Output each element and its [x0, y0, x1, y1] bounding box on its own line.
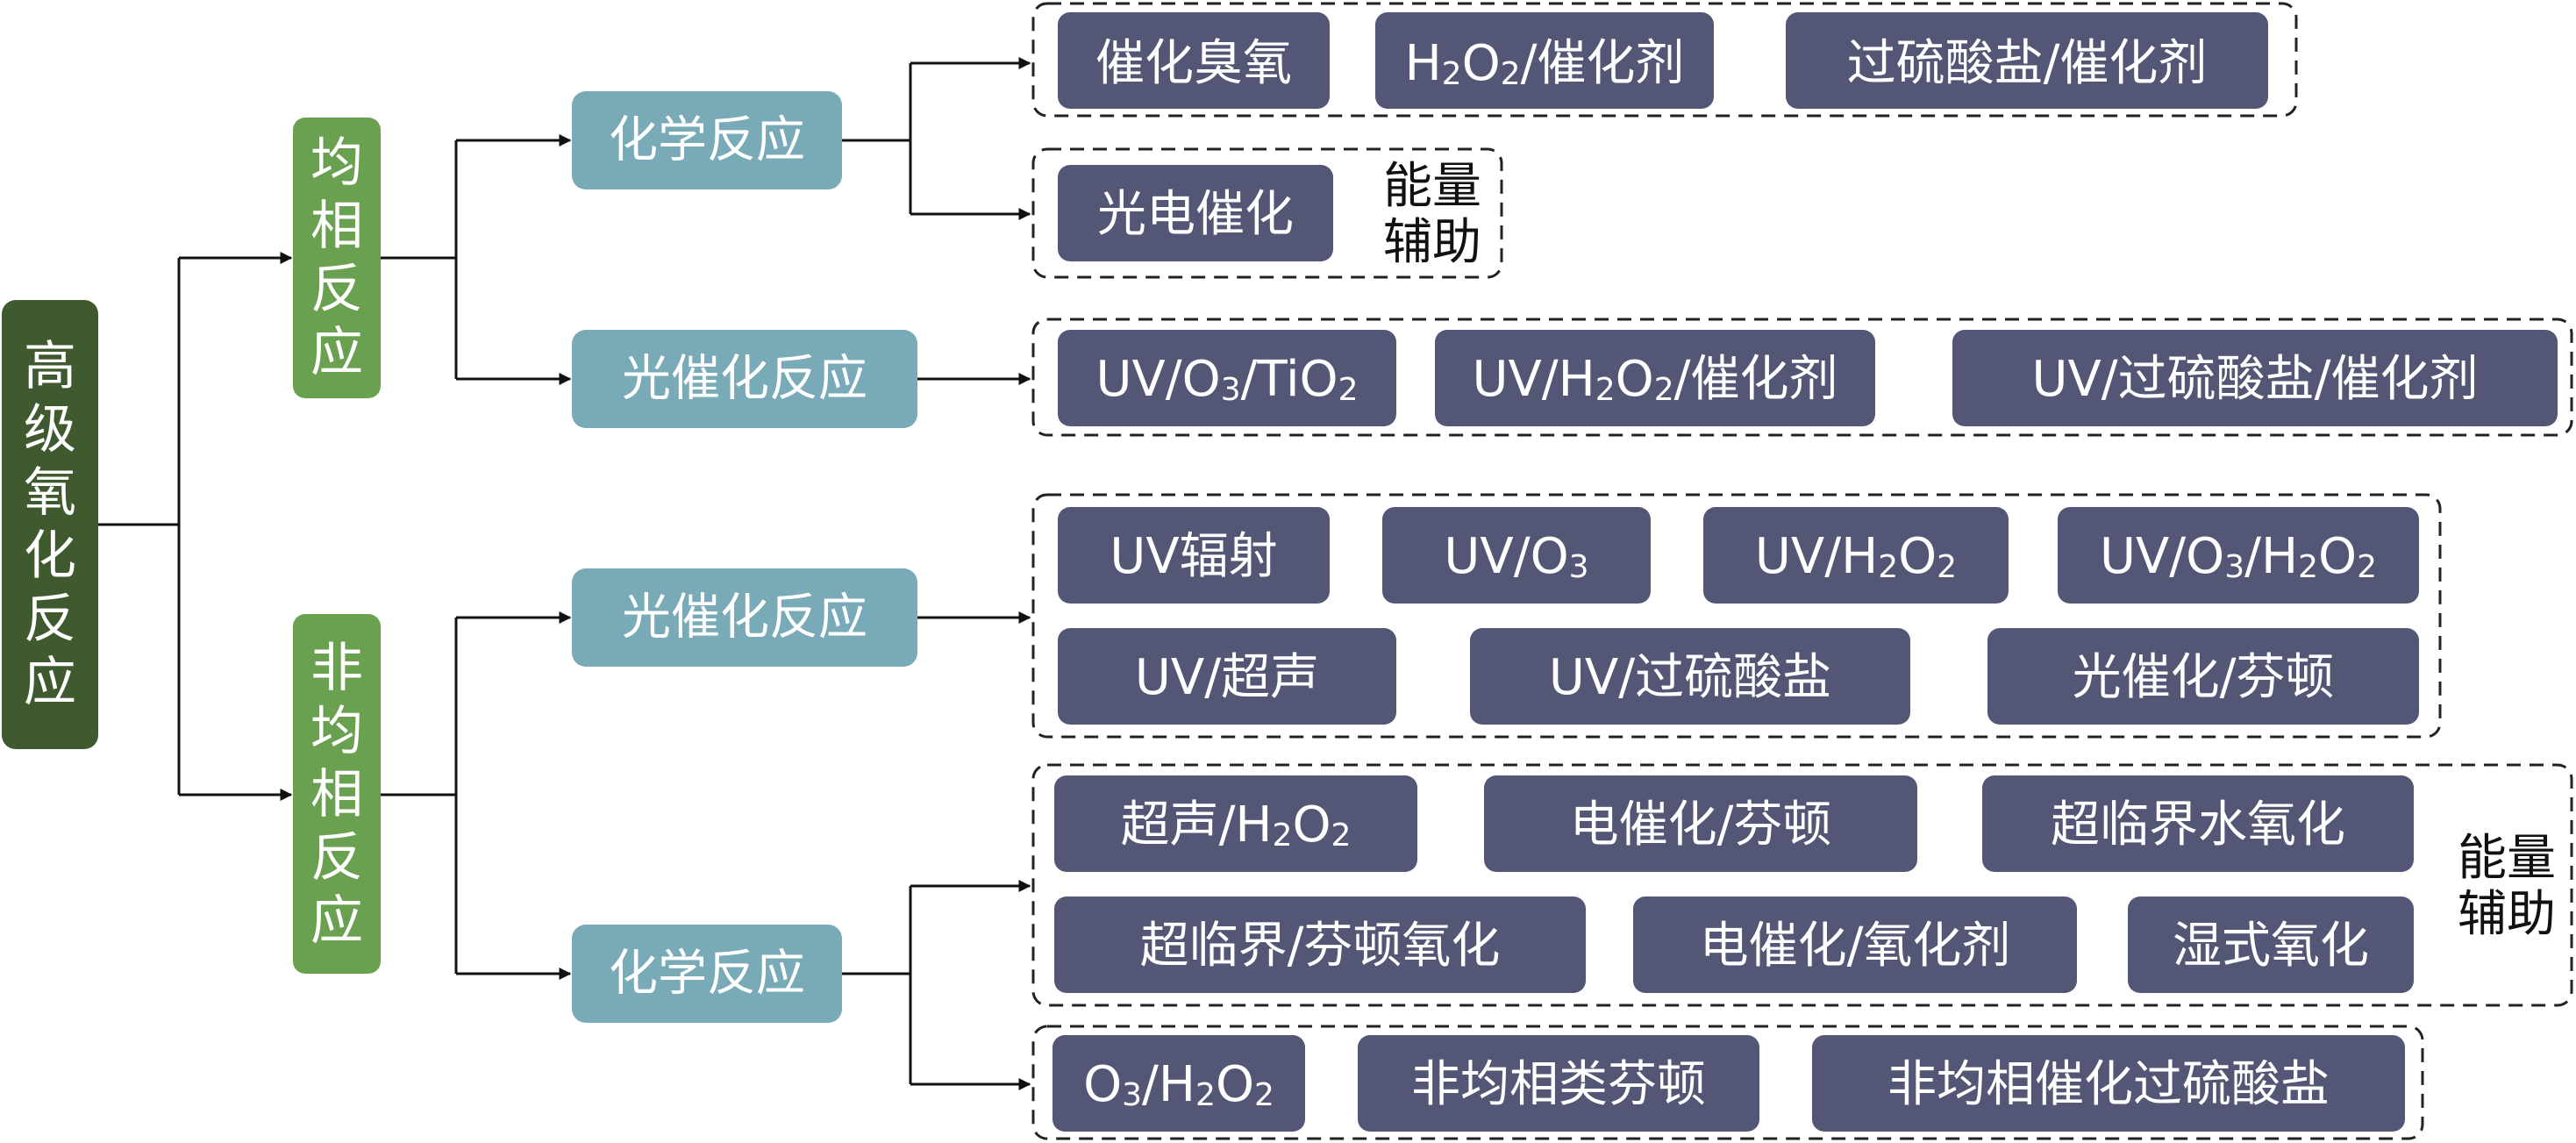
method-label: UV/过硫酸盐/催化剂 [2031, 351, 2478, 408]
group-hetero-chemical-energy [1031, 763, 2573, 1007]
energy-assist-label-homo: 能量辅助 [1383, 158, 1481, 271]
method-label: 非均相催化过硫酸盐 [1887, 1056, 2330, 1113]
method-label: UV/O3/H2O2 [2100, 528, 2377, 585]
method-box: O3/H2O2 [1053, 1035, 1305, 1132]
node-root: 高级氧化反应 [2, 300, 98, 749]
method-label: 超声/H2O2 [1121, 797, 1352, 854]
group-homo-chemical-methods [1031, 2, 2298, 118]
method-label: UV/H2O2 [1755, 528, 1957, 585]
method-box: 过硫酸盐/催化剂 [1786, 12, 2268, 109]
method-label: 过硫酸盐/催化剂 [1847, 35, 2208, 92]
method-box: UV/H2O2/催化剂 [1435, 330, 1875, 426]
connector-hetero-chemical-split [842, 886, 912, 1084]
method-box: UV/过硫酸盐/催化剂 [1952, 330, 2558, 426]
node-heterogeneous: 非均相反应 [293, 614, 381, 974]
node-homogeneous: 均相反应 [293, 118, 381, 398]
method-label: 超临界水氧化 [2051, 797, 2345, 854]
method-box: UV/O3 [1382, 507, 1651, 604]
connector-homogeneous-split [381, 140, 458, 379]
method-label: 超临界/芬顿氧化 [1140, 918, 1501, 975]
method-box: UV/过硫酸盐 [1470, 628, 1910, 725]
method-label: 电催化/芬顿 [1570, 797, 1832, 854]
hetero-chemical-label: 化学反应 [609, 946, 805, 1003]
node-hetero-photocatalytic: 光催化反应 [572, 568, 917, 667]
node-homo-chemical: 化学反应 [572, 91, 842, 189]
method-label: UV/H2O2/催化剂 [1472, 351, 1837, 408]
method-box: 光电催化 [1058, 165, 1333, 261]
method-label: UV/O3 [1444, 528, 1588, 585]
method-label: 非均相类芬顿 [1411, 1056, 1706, 1113]
group-frames [1031, 2, 2573, 1140]
group-hetero-chemical-methods [1031, 1025, 2424, 1140]
method-box: 超临界/芬顿氧化 [1054, 897, 1586, 993]
energy-assist-label-hetero: 能量辅助 [2458, 830, 2556, 943]
connectors [98, 57, 1031, 1090]
method-box: UV/O3/H2O2 [2058, 507, 2419, 604]
method-box: 光催化/芬顿 [1987, 628, 2419, 725]
method-label: O3/H2O2 [1083, 1056, 1274, 1113]
group-hetero-photo-methods [1031, 493, 2442, 739]
homo-photocatalytic-label: 光催化反应 [622, 351, 867, 408]
group-homo-photo-methods [1031, 318, 2573, 437]
homo-chemical-label: 化学反应 [609, 112, 805, 169]
method-box: H2O2/催化剂 [1375, 12, 1714, 109]
method-box: 催化臭氧 [1058, 12, 1330, 109]
method-label: 湿式氧化 [2173, 918, 2369, 975]
method-box: 超临界水氧化 [1982, 775, 2414, 872]
method-label: UV辐射 [1110, 528, 1277, 585]
group-homo-chemical-energy [1031, 147, 1503, 279]
method-box: 超声/H2O2 [1054, 775, 1417, 872]
method-box: 电催化/氧化剂 [1633, 897, 2077, 993]
method-label: UV/O3/TiO2 [1095, 351, 1358, 408]
connector-root-split [98, 258, 181, 795]
heterogeneous-label: 非均相反应 [310, 638, 363, 952]
method-box: 非均相类芬顿 [1358, 1035, 1759, 1132]
method-label: UV/超声 [1135, 649, 1319, 706]
root-label: 高级氧化反应 [24, 336, 76, 713]
method-box: 非均相催化过硫酸盐 [1812, 1035, 2405, 1132]
connector-homo-chemical-split [842, 63, 912, 214]
method-label: 光电催化 [1097, 186, 1294, 243]
method-box: UV/O3/TiO2 [1058, 330, 1396, 426]
node-homo-photocatalytic: 光催化反应 [572, 330, 917, 428]
method-label: H2O2/催化剂 [1405, 35, 1685, 92]
method-box: 电催化/芬顿 [1484, 775, 1917, 872]
hetero-photocatalytic-label: 光催化反应 [622, 589, 867, 647]
method-label: 催化臭氧 [1095, 35, 1292, 92]
method-box: UV辐射 [1058, 507, 1330, 604]
node-hetero-chemical: 化学反应 [572, 925, 842, 1023]
method-label: UV/过硫酸盐 [1549, 649, 1831, 706]
method-label: 光催化/芬顿 [2073, 649, 2335, 706]
homogeneous-label: 均相反应 [310, 132, 363, 383]
method-box: 湿式氧化 [2128, 897, 2414, 993]
connector-heterogeneous-split [381, 618, 458, 974]
method-box: UV/H2O2 [1703, 507, 2009, 604]
method-box: UV/超声 [1058, 628, 1396, 725]
method-label: 电催化/氧化剂 [1700, 918, 2011, 975]
